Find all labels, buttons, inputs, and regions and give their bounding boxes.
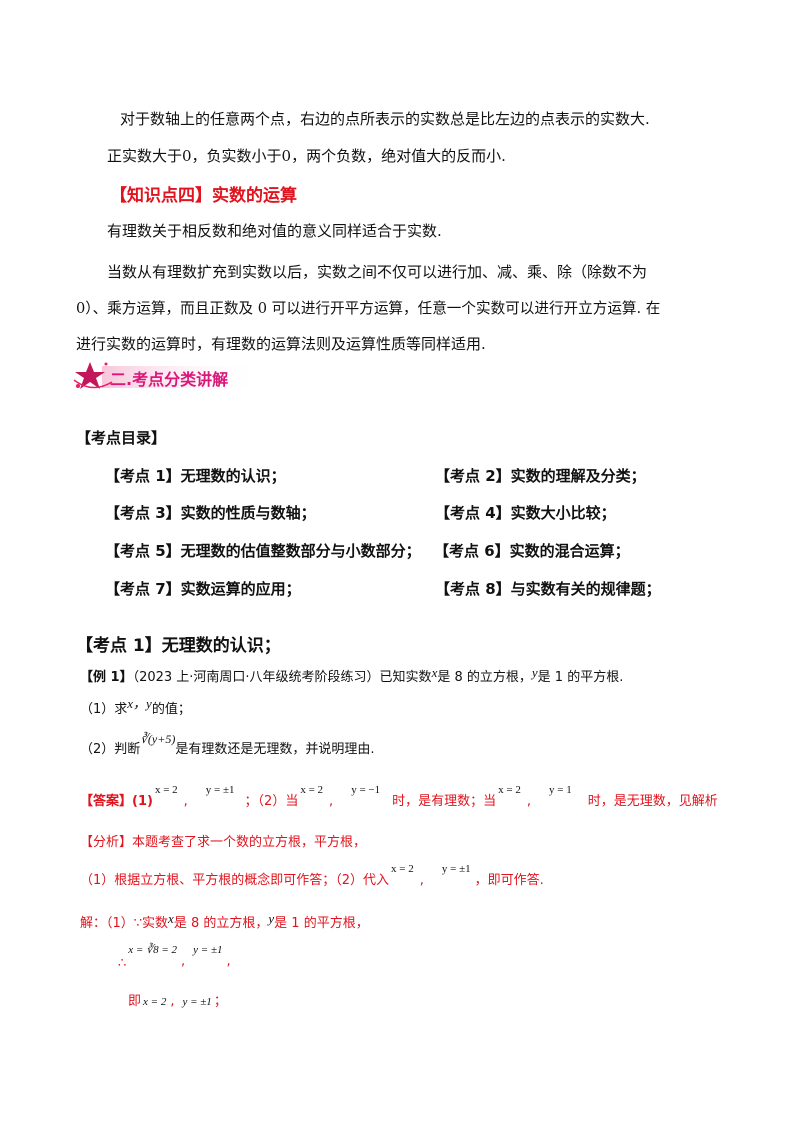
solution-eq-1: x = ∛8 = 2 — [128, 944, 178, 956]
solution-suffix: 是 1 的平方根， — [274, 916, 369, 931]
catalog-item-8: 【考点 8】与实数有关的规律题； — [435, 580, 661, 598]
topic1-heading: 【考点 1】无理数的认识； — [76, 636, 281, 656]
solution-line-3-y: y = ±1 — [182, 996, 212, 1008]
analysis-y: y = ±1 — [441, 863, 471, 875]
answer-x3: x = 2 — [498, 784, 521, 796]
answer-y3: y = 1 — [548, 784, 572, 796]
solution-eq-2: y = ±1 — [193, 944, 223, 956]
solution-prefix: 解：（1）∵实数 — [80, 916, 169, 931]
knowledge4-para2-line3: 进行实数的运算时，有理数的运算法则及运算性质等同样适用. — [76, 335, 486, 353]
example-mid2: 是 1 的平方根. — [537, 670, 624, 685]
therefore-symbol: ∴ — [118, 956, 127, 971]
answer-y: y = ±1 — [205, 784, 235, 796]
analysis-line-2-prefix: （1）根据立方根、平方根的概念即可作答；（2）代入 — [80, 873, 390, 888]
question-2-prefix: （2）判断 — [80, 742, 141, 757]
question-2: （2）判断∛(y+5)是有理数还是无理数，并说明理由. — [80, 732, 375, 757]
intro-line-2: 正实数大于0，负实数小于0，两个负数，绝对值大的反而小. — [107, 147, 506, 165]
knowledge4-para2-line2: 0）、乘方运算，而且正数及 0 可以进行开平方运算，任意一个实数可以进行开立方运… — [76, 300, 661, 317]
solution-line-3-prefix: 即 — [128, 994, 142, 1009]
catalog-item-6: 【考点 6】实数的混合运算； — [434, 542, 630, 560]
catalog-item-7: 【考点 7】实数运算的应用； — [105, 580, 301, 598]
solution-var-x: x — [168, 911, 174, 926]
solution-var-y: y — [268, 911, 275, 926]
example-var-x: x — [431, 665, 438, 680]
knowledge4-heading: 【知识点四】实数的运算 — [110, 186, 297, 206]
solution-line-2: ∴x = ∛8 = 2,y = ±1, — [118, 944, 231, 971]
question-2-suffix: 是有理数还是无理数，并说明理由. — [175, 742, 375, 757]
analysis-x: x = 2 — [391, 863, 414, 875]
answer-line: 【答案】(1)x = 2,y = ±1；（2）当x = 2,y = −1时，是有… — [80, 784, 718, 809]
catalog-title: 【考点目录】 — [76, 429, 167, 447]
example-label: 【例 1】 — [80, 670, 133, 685]
example-line: 【例 1】（2023 上·河南周口·八年级统考阶段练习）已知实数x是 8 的立方… — [80, 665, 624, 685]
catalog-item-4: 【考点 4】实数大小比较； — [435, 504, 616, 522]
question-1-vars: x，y — [127, 696, 152, 711]
catalog-item-5: 【考点 5】无理数的估值整数部分与小数部分； — [105, 542, 421, 560]
question-2-expression: ∛(y+5) — [140, 732, 176, 746]
question-1: （1）求x，y的值； — [80, 696, 191, 717]
solution-line-1: 解：（1）∵实数x是 8 的立方根，y是 1 的平方根， — [80, 911, 369, 931]
section-banner-graphic — [73, 362, 262, 389]
answer-tail: 时，是无理数，见解析 — [587, 794, 718, 809]
intro-line-1: 对于数轴上的任意两个点，右边的点所表示的实数总是比左边的点表示的实数大. — [120, 110, 650, 128]
example-source: （2023 上·河南周口·八年级统考阶段练习）已知实数 — [132, 670, 432, 685]
answer-x2: x = 2 — [300, 784, 324, 796]
knowledge4-para1: 有理数关于相反数和绝对值的意义同样适合于实数. — [107, 222, 442, 240]
solution-line-3-x: x = 2 — [143, 996, 167, 1008]
solution-mid: 是 8 的立方根， — [173, 916, 269, 931]
question-1-suffix: 的值； — [151, 702, 191, 717]
answer-x: x = 2 — [154, 784, 178, 796]
answer-part2-prefix: ；（2）当 — [244, 794, 299, 809]
example-mid1: 是 8 的立方根， — [437, 670, 532, 685]
section-banner-title: 二.考点分类讲解 — [110, 370, 229, 389]
example-var-y: y — [531, 665, 538, 680]
catalog-item-2: 【考点 2】实数的理解及分类； — [435, 467, 646, 485]
analysis-line-2-suffix: ，即可作答. — [474, 873, 544, 888]
answer-y2: y = −1 — [351, 784, 381, 796]
analysis-line-1: 【分析】本题考查了求一个数的立方根，平方根， — [80, 835, 367, 850]
knowledge4-para2-line1: 当数从有理数扩充到实数以后，实数之间不仅可以进行加、减、乘、除（除数不为 — [107, 263, 648, 281]
catalog-item-1: 【考点 1】无理数的认识； — [105, 467, 286, 485]
question-1-prefix: （1）求 — [80, 702, 128, 717]
catalog-item-3: 【考点 3】实数的性质与数轴； — [105, 504, 316, 522]
answer-mid: 时，是有理数；当 — [392, 794, 497, 809]
answer-label: 【答案】(1) — [80, 794, 153, 809]
analysis-line-2: （1）根据立方根、平方根的概念即可作答；（2）代入x = 2,y = ±1，即可… — [80, 863, 544, 888]
